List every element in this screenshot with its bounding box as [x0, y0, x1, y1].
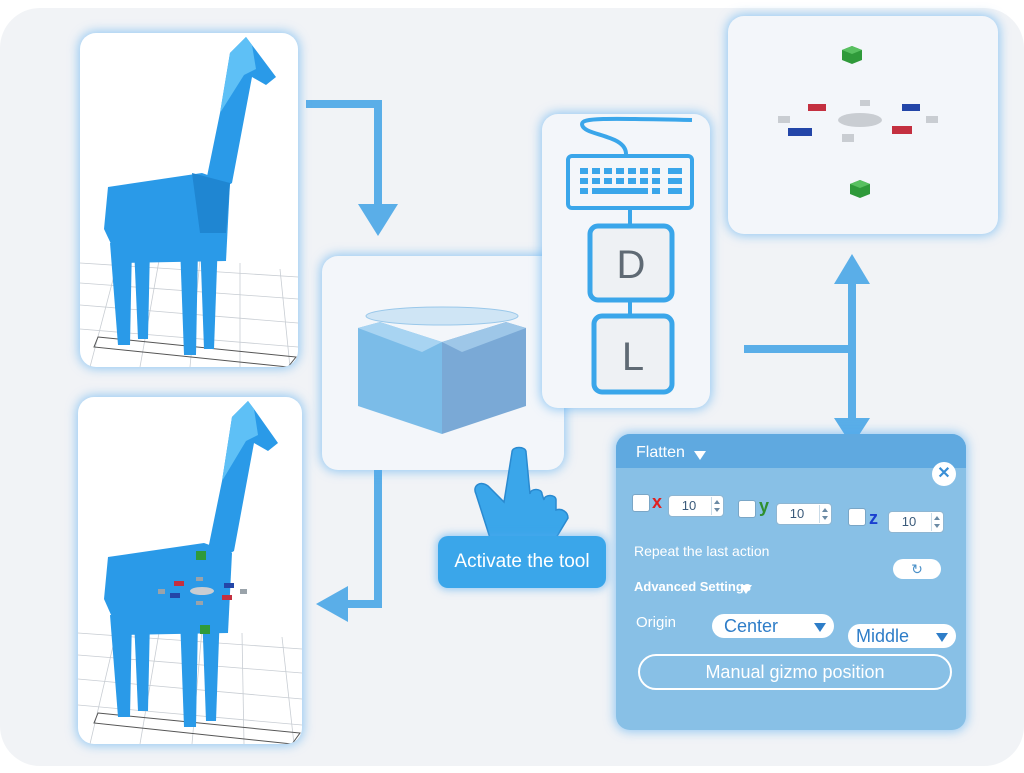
arrow-box-to-bottom: [346, 468, 382, 608]
origin-center-value: Center: [724, 616, 779, 636]
flatten-box-icon: [358, 306, 526, 434]
origin-middle-value: Middle: [856, 626, 910, 646]
origin-dropdown-center[interactable]: Center: [712, 614, 834, 638]
giraffe-model-image: [80, 37, 298, 367]
stepper-z-value: 10: [901, 514, 917, 529]
chevron-down-icon[interactable]: [694, 451, 706, 461]
key-l-label: L: [622, 335, 644, 379]
key-d-label: D: [617, 243, 646, 287]
stepper-x[interactable]: 10: [668, 495, 724, 517]
origin-label: Origin: [636, 614, 677, 631]
arrowhead-left-bottom: [316, 586, 348, 622]
keyboard-icon: D L: [566, 116, 694, 395]
gizmo-image: [778, 46, 938, 198]
manual-gizmo-position-button[interactable]: Manual gizmo position: [638, 654, 952, 690]
giraffe-card-with-gizmo: [78, 397, 302, 744]
arrowhead-down-box: [358, 204, 398, 236]
chevron-down-icon[interactable]: [740, 585, 752, 595]
flatten-panel-title: Flatten: [636, 444, 685, 461]
arrow-top-to-box: [306, 100, 382, 206]
origin-dropdown-middle[interactable]: Middle: [848, 624, 956, 648]
checkbox-z[interactable]: [848, 508, 866, 526]
key-l-icon: [591, 313, 675, 395]
repeat-button[interactable]: ↻: [893, 559, 941, 579]
flatten-tool-card: [322, 256, 564, 470]
arrowhead-down-panel: [834, 418, 870, 446]
arrowhead-up-gizmo: [834, 254, 870, 284]
advanced-settings-label[interactable]: Advanced Settings: [634, 579, 752, 594]
chevron-down-icon: [936, 633, 948, 642]
shortcut-card: D L: [542, 114, 710, 408]
axis-x-label: x: [652, 492, 663, 512]
giraffe-gizmo-image: [78, 401, 302, 744]
stepper-y-value: 10: [789, 506, 805, 521]
flatten-panel: Flatten ✕ x 10 y 10 z 10 Repeat the last…: [616, 434, 966, 730]
giraffe-card-original: [80, 33, 298, 367]
close-icon: ✕: [937, 465, 951, 482]
stepper-y-arrows[interactable]: [819, 505, 830, 523]
checkbox-y[interactable]: [738, 500, 756, 518]
gizmo-card: [728, 16, 998, 234]
activate-tool-label: Activate the tool: [438, 536, 606, 588]
axis-y-label: y: [759, 496, 770, 516]
repeat-last-action-label: Repeat the last action: [634, 543, 770, 559]
refresh-icon: ↻: [911, 561, 923, 577]
checkbox-x[interactable]: [632, 494, 650, 512]
stepper-x-arrows[interactable]: [711, 497, 722, 515]
axis-z-label: z: [869, 508, 878, 528]
stepper-y[interactable]: 10: [776, 503, 832, 525]
stepper-z[interactable]: 10: [888, 511, 944, 533]
gizmo-mini-icon: [158, 551, 247, 634]
stepper-z-arrows[interactable]: [931, 513, 942, 531]
close-button[interactable]: ✕: [932, 462, 956, 486]
stepper-x-value: 10: [681, 498, 697, 513]
flatten-panel-header: Flatten: [616, 434, 966, 468]
chevron-down-icon: [814, 623, 826, 632]
